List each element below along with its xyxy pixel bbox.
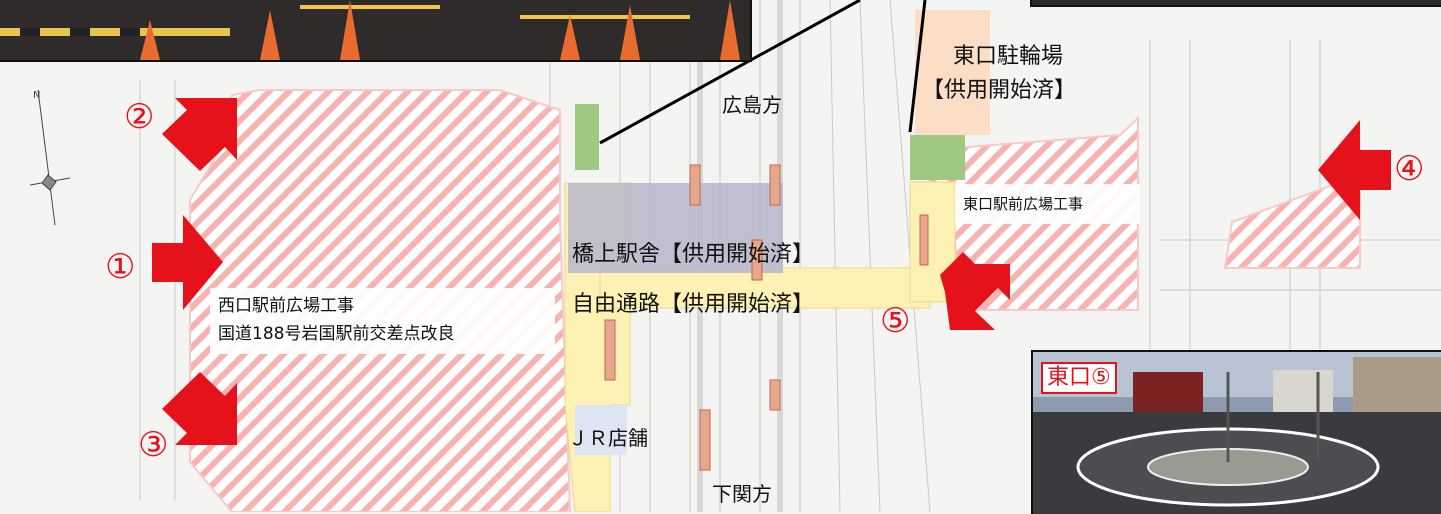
- arrow-1-icon: [152, 215, 223, 310]
- red-arrows: [152, 98, 1391, 445]
- callout-4: ④: [1394, 149, 1425, 189]
- label-east-bike-parking-line2: 【供用開始済】: [922, 78, 1077, 103]
- label-east-plaza: 東口駅前広場工事: [955, 184, 1140, 224]
- stairs: [604, 164, 929, 471]
- label-west-plaza-line2: 国道188号岩国駅前交差点改良: [218, 324, 455, 344]
- callout-3: ③: [138, 425, 169, 465]
- arrow-2-icon: [162, 98, 237, 171]
- callout-1: ①: [105, 247, 136, 287]
- east-top-photo: [1030, 0, 1441, 7]
- east-plaza-area-right: [1223, 173, 1361, 269]
- arrow-4-icon: [1318, 120, 1391, 220]
- label-west-plaza: 西口駅前広場工事 国道188号岩国駅前交差点改良: [210, 288, 555, 354]
- svg-text:N: N: [33, 90, 40, 101]
- photo-tag: 東口⑤: [1041, 362, 1117, 394]
- east-bike-parking-area: [915, 10, 990, 135]
- leader-line-west: [599, 0, 861, 145]
- roundabout-photo-icon: [1033, 352, 1441, 514]
- arrow-3-icon: [162, 372, 237, 445]
- bridge-station-area: [568, 183, 783, 273]
- label-hiroshima-direction: 広島方: [722, 93, 782, 117]
- label-bridge-station: 橋上駅舎【供用開始済】: [572, 242, 815, 267]
- leader-line-east: [908, 0, 927, 133]
- construction-photo-icon: [0, 0, 750, 60]
- arrow-5-icon: [940, 252, 1010, 330]
- label-west-plaza-line1: 西口駅前広場工事: [218, 296, 354, 316]
- east-exit-photo: 東口⑤: [1031, 350, 1441, 514]
- green-block-east: [910, 135, 965, 180]
- label-east-bike-parking-line1: 東口駐輪場: [953, 44, 1064, 69]
- west-photo: [0, 0, 752, 62]
- label-jr-shop: ＪＲ店舗: [568, 426, 648, 450]
- callout-5: ⑤: [880, 301, 911, 341]
- callout-2: ②: [124, 97, 155, 137]
- green-block-west: [575, 104, 599, 170]
- compass-icon: N: [29, 89, 71, 226]
- label-east-bike-parking: 東口駐輪場 【供用開始済】: [922, 40, 1076, 108]
- label-shimonoseki-direction: 下関方: [712, 482, 772, 506]
- jr-shop-area: [575, 405, 627, 455]
- label-free-passage: 自由通路【供用開始済】: [572, 292, 815, 317]
- passage-band: [599, 267, 931, 309]
